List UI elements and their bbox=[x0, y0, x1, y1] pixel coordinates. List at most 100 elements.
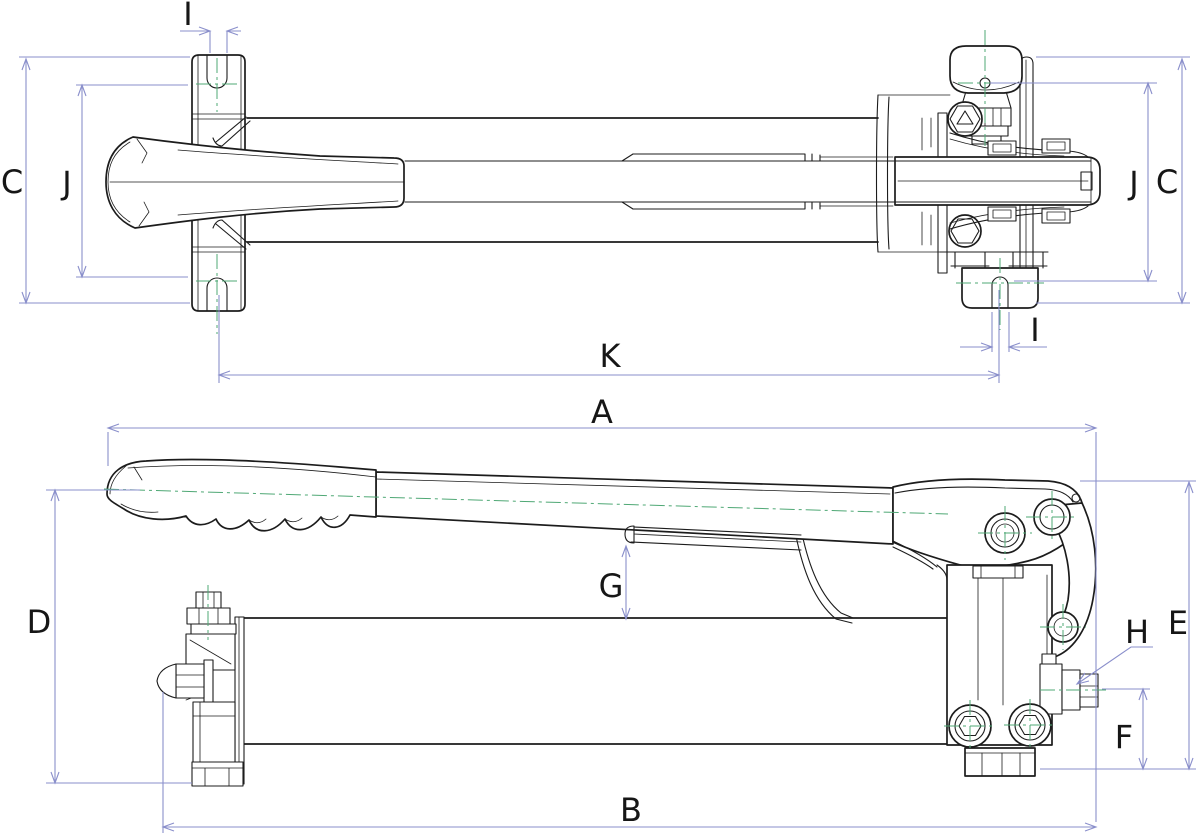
bolt-tab-inner bbox=[1046, 141, 1066, 151]
saddle-inner bbox=[980, 565, 1016, 579]
grip-ball-line bbox=[109, 465, 159, 513]
bolt-tab-inner bbox=[1046, 211, 1066, 221]
dim-label-J: J bbox=[60, 164, 71, 202]
plug-hex-body bbox=[175, 663, 205, 699]
bolt-tab bbox=[987, 206, 1017, 222]
arrowhead bbox=[161, 822, 175, 832]
dim-I-top-left: I bbox=[180, 0, 241, 53]
dimensions-top-view: I C J J bbox=[1, 0, 1190, 383]
arrowhead bbox=[106, 423, 120, 433]
left-end-cap bbox=[156, 591, 245, 787]
dim-J-left: J bbox=[60, 83, 188, 279]
dim-label-F: F bbox=[1115, 718, 1133, 756]
head-casting-edge bbox=[886, 96, 890, 250]
bolt-tab bbox=[1041, 138, 1071, 154]
dim-label-C: C bbox=[1156, 163, 1178, 201]
grip-outline bbox=[106, 458, 377, 532]
head-main-block bbox=[946, 564, 1053, 746]
dim-label-A: A bbox=[591, 393, 613, 431]
top-view: I C J J bbox=[1, 0, 1190, 383]
port-base bbox=[1039, 663, 1063, 715]
bolt-tab bbox=[1041, 208, 1071, 224]
dim-I-bottom-right: I bbox=[960, 311, 1047, 352]
lever-centerline bbox=[103, 488, 949, 515]
centerlines-side-view bbox=[103, 488, 1106, 752]
bolt-tab-inner bbox=[992, 143, 1012, 153]
arrowhead bbox=[1138, 687, 1148, 701]
screw-hexagon bbox=[950, 218, 980, 244]
dim-label-G: G bbox=[599, 567, 624, 605]
grip-detail-tick bbox=[138, 201, 150, 227]
lever-clevis bbox=[894, 156, 1101, 206]
wire-clip bbox=[795, 533, 854, 624]
bracket-outline bbox=[191, 54, 246, 312]
arrowhead bbox=[1143, 81, 1153, 95]
screw-socket bbox=[956, 110, 974, 125]
dim-label-K: K bbox=[600, 337, 622, 375]
handle-grip-top-view bbox=[105, 136, 405, 229]
cap-foot bbox=[191, 761, 244, 787]
extension-line bbox=[991, 312, 1010, 352]
head-casting-top-edge bbox=[877, 94, 951, 253]
cap-plate bbox=[234, 616, 245, 785]
bolt-tab bbox=[987, 140, 1017, 156]
dim-label-H: H bbox=[1125, 613, 1149, 651]
extension-line bbox=[19, 56, 190, 304]
arrowhead bbox=[77, 265, 87, 279]
arrowhead bbox=[621, 544, 631, 558]
port-step bbox=[1041, 653, 1057, 665]
arrowhead bbox=[21, 291, 31, 305]
grip-inner-line bbox=[127, 465, 377, 478]
arrowhead bbox=[980, 342, 994, 352]
grip-inner-taper-line bbox=[177, 200, 399, 216]
cap-lower-detail bbox=[192, 701, 236, 763]
pump-head-top-view bbox=[875, 45, 1101, 309]
side-view: A B D E bbox=[27, 393, 1196, 833]
arrowhead bbox=[225, 26, 239, 36]
rod-top-edge bbox=[633, 526, 802, 536]
outlet-port bbox=[1039, 653, 1099, 715]
head-casting-edge bbox=[875, 94, 879, 253]
head-dot-pin bbox=[1071, 493, 1081, 503]
extension-line bbox=[990, 82, 1157, 282]
centerline bbox=[1004, 699, 1056, 751]
arrowhead bbox=[21, 57, 31, 71]
dim-H-leader: H bbox=[1075, 613, 1153, 685]
beam-inner-line bbox=[375, 478, 891, 495]
screw-circle bbox=[947, 101, 983, 137]
arrowhead bbox=[77, 83, 87, 97]
rod-inner-line bbox=[633, 533, 802, 543]
saddle-plate bbox=[972, 565, 1024, 579]
rod-bottom-edge bbox=[630, 541, 802, 551]
dim-G: G bbox=[599, 544, 631, 621]
leader-line bbox=[1076, 646, 1153, 685]
dim-C-left: C bbox=[1, 56, 190, 305]
grip-groove bbox=[248, 515, 339, 524]
wire-outer bbox=[801, 533, 854, 619]
dim-label-I: I bbox=[183, 0, 192, 33]
arrowhead bbox=[198, 26, 212, 36]
knob-outline bbox=[949, 45, 1023, 94]
dim-C-right: C bbox=[1036, 56, 1190, 305]
bracket-gusset-bottom bbox=[212, 219, 251, 250]
screw-circle bbox=[948, 214, 982, 248]
dim-label-B: B bbox=[620, 791, 642, 829]
extension-line bbox=[1040, 480, 1196, 770]
foot-post bbox=[950, 251, 990, 269]
centerline bbox=[1026, 491, 1078, 543]
dim-A: A bbox=[106, 393, 1098, 822]
foot-outline bbox=[964, 747, 1036, 777]
head-mounting-foot bbox=[964, 747, 1036, 777]
arrowhead bbox=[50, 771, 60, 785]
grip-inner-arc bbox=[107, 141, 131, 223]
arrowhead bbox=[1184, 757, 1194, 771]
plug-washer bbox=[203, 659, 214, 703]
nut-facets bbox=[198, 607, 219, 625]
arrowhead bbox=[1007, 342, 1021, 352]
dim-E: E bbox=[1040, 480, 1196, 771]
bolt-tab-inner bbox=[992, 209, 1012, 219]
dim-J-right: J bbox=[990, 81, 1157, 283]
screw-hexagon bbox=[949, 105, 981, 133]
arrowhead bbox=[1143, 269, 1153, 283]
